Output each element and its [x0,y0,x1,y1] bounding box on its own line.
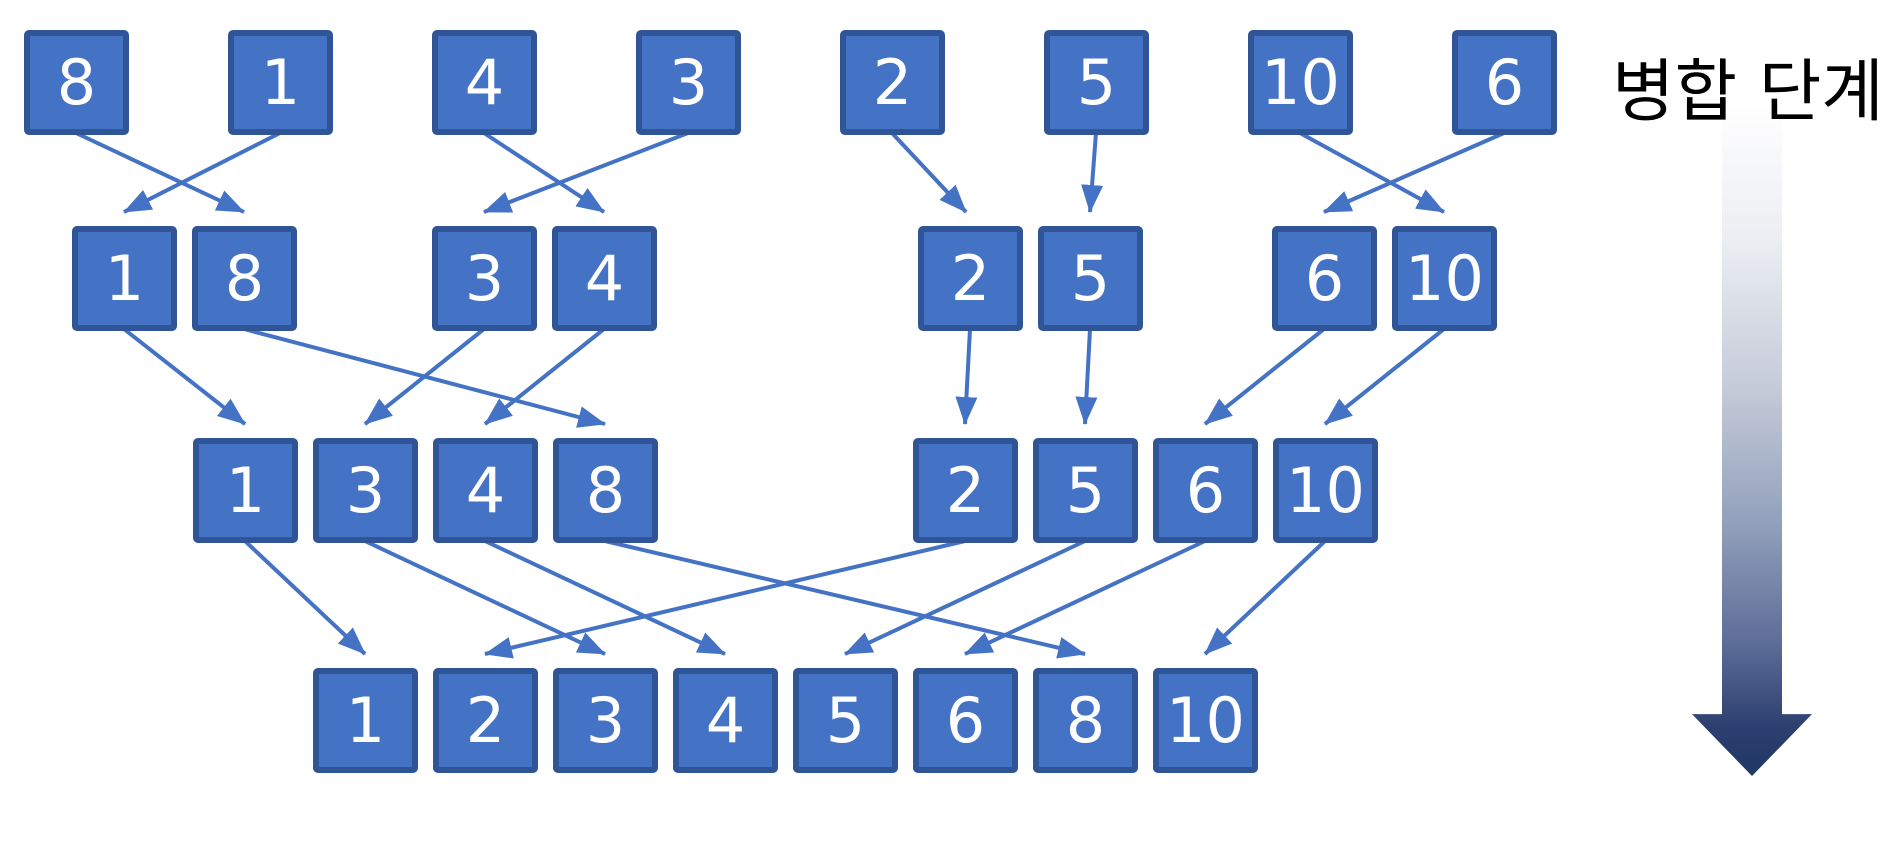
diagram-box-unsorted-input-2: 2 [840,30,945,135]
diagram-box-merged-sorted-output-1: 1 [313,668,418,773]
connector-arrow [1081,132,1104,213]
diagram-box-merge-pass-1-1: 1 [72,226,177,331]
diagram-box-unsorted-input-6: 6 [1452,30,1557,135]
diagram-box-merge-pass-2-5: 5 [1033,438,1138,543]
diagram-box-merged-sorted-output-10: 10 [1153,668,1258,773]
diagram-box-merged-sorted-output-5: 5 [793,668,898,773]
connector-arrow [482,131,606,214]
diagram-box-merged-sorted-output-3: 3 [553,668,658,773]
diagram-box-merged-sorted-output-8: 8 [1033,668,1138,773]
connector-arrow [1075,328,1098,425]
connector-arrow [964,539,1206,656]
connector-arrow [363,327,486,426]
diagram-box-merge-pass-2-1: 1 [193,438,298,543]
diagram-box-merge-pass-1-6: 6 [1272,226,1377,331]
connector-arrow [1203,327,1326,426]
connector-arrow [604,539,1086,659]
connector-arrow [1203,539,1327,656]
diagram-box-unsorted-input-5: 5 [1044,30,1149,135]
connector-arrow [1299,131,1445,214]
connector-arrow [1323,131,1505,214]
diagram-box-merge-pass-2-4: 4 [433,438,538,543]
diagram-box-merged-sorted-output-2: 2 [433,668,538,773]
diagram-box-unsorted-input-4: 4 [432,30,537,135]
connector-arrow [483,327,606,426]
diagram-box-merge-pass-1-5: 5 [1038,226,1143,331]
connector-arrow [243,539,367,656]
connector-arrow [1323,327,1446,426]
connector-arrow [75,131,245,214]
diagram-box-merge-pass-2-6: 6 [1153,438,1258,543]
merge-stage-title: 병합 단계 [1612,53,1884,132]
diagram-box-merge-pass-1-2: 2 [918,226,1023,331]
connector-arrow [955,328,978,425]
diagram-box-merge-pass-1-8: 8 [192,226,297,331]
diagram-box-merge-pass-2-10: 10 [1273,438,1378,543]
diagram-box-merge-pass-1-3: 3 [432,226,537,331]
connector-arrow [890,131,968,214]
diagram-box-unsorted-input-10: 10 [1248,30,1353,135]
diagram-box-merge-pass-1-10: 10 [1392,226,1497,331]
diagram-box-merged-sorted-output-4: 4 [673,668,778,773]
connector-arrow [483,131,689,214]
connector-arrow [122,327,247,426]
connector-arrow [243,327,606,428]
connector-arrow [844,539,1086,656]
connector-arrow [364,539,606,656]
merge-direction-down-arrow-icon [1692,104,1812,776]
connector-arrow [484,539,726,656]
diagram-box-merge-pass-2-8: 8 [553,438,658,543]
connector-arrow [484,539,966,659]
diagram-box-unsorted-input-3: 3 [636,30,741,135]
connector-arrow [123,131,281,214]
diagram-box-unsorted-input-1: 1 [228,30,333,135]
diagram-box-merge-pass-1-4: 4 [552,226,657,331]
diagram-box-merge-pass-2-3: 3 [313,438,418,543]
diagram-box-merge-pass-2-2: 2 [913,438,1018,543]
diagram-box-merged-sorted-output-6: 6 [913,668,1018,773]
diagram-box-unsorted-input-8: 8 [24,30,129,135]
